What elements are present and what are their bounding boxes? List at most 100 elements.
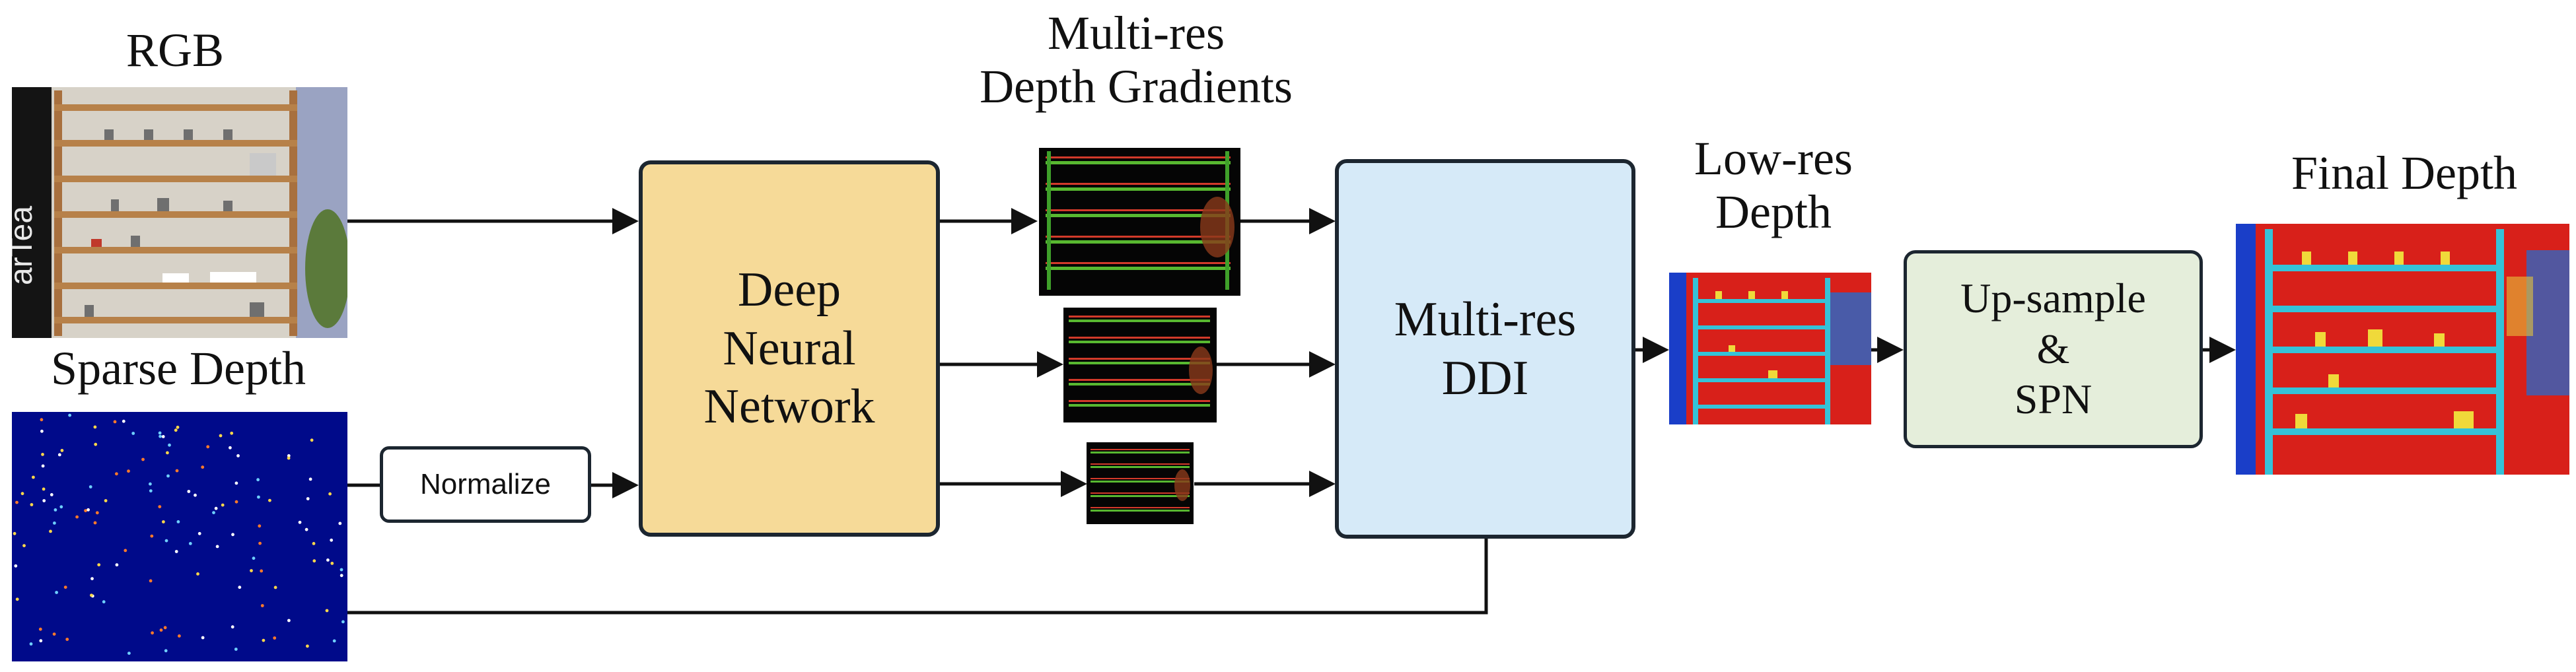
sparse-depth-point <box>176 520 180 523</box>
sparse-depth-point <box>162 520 165 523</box>
deep-neural-network-block: Deep Neural Network <box>639 160 940 537</box>
dnn-label-line1: Deep <box>737 262 841 317</box>
sparse-depth-point <box>13 531 17 535</box>
sparse-depth-point <box>257 495 260 499</box>
sparse-depth-point <box>141 457 145 461</box>
sparse-depth-point <box>166 474 170 478</box>
sparse-depth-point <box>150 534 154 538</box>
upsample-spn-block: Up-sample & SPN <box>1904 250 2203 448</box>
depth-gradients-title-line1: Multi-res <box>1048 7 1225 59</box>
sparse-depth-point <box>260 569 264 573</box>
sparse-depth-point <box>231 533 234 537</box>
sparse-depth-point <box>89 485 92 488</box>
sparse-depth-point <box>287 454 291 457</box>
sparse-depth-point <box>50 493 54 496</box>
sparse-depth-point <box>188 542 192 545</box>
sparse-depth-point <box>298 520 302 524</box>
sparse-depth-point <box>149 579 153 583</box>
sparse-depth-point <box>306 644 309 648</box>
sparse-depth-point <box>238 586 242 589</box>
final-depth-image <box>2236 224 2569 475</box>
sparse-depth-point <box>122 419 125 423</box>
sparse-depth-point <box>42 487 46 491</box>
sparse-depth-point <box>168 443 171 447</box>
sparse-depth-point <box>149 489 153 492</box>
final-depth-title: Final Depth <box>2291 147 2517 199</box>
sparse-depth-point <box>49 529 52 533</box>
sparse-depth-point <box>258 541 262 545</box>
sparse-depth-point <box>57 453 61 457</box>
sparse-depth-point <box>32 475 35 479</box>
sparse-depth-point <box>250 569 253 572</box>
sparse-depth-point <box>93 521 97 525</box>
sparse-depth-point <box>325 609 329 613</box>
sparse-depth-point <box>55 591 58 594</box>
sparse-depth-point <box>158 505 162 508</box>
dnn-label-line2: Neural <box>723 321 856 376</box>
sparse-depth-point <box>54 508 57 512</box>
sparse-depth-point <box>312 542 316 545</box>
sparse-depth-point <box>93 425 97 429</box>
sparse-depth-point <box>161 435 165 438</box>
ddi-label-line1: Multi-res <box>1394 292 1577 347</box>
sparse-depth-point <box>20 492 24 496</box>
sparse-depth-point <box>158 431 162 435</box>
depth-gradients-title-line2: Depth Gradients <box>980 59 1293 113</box>
sparse-depth-point <box>214 506 218 510</box>
sparse-depth-point <box>201 636 205 640</box>
sparse-depth-point <box>330 562 334 565</box>
sparse-depth-point <box>159 434 162 438</box>
sparse-depth-point <box>75 515 79 519</box>
sparse-depth-point <box>97 563 101 566</box>
sparse-depth-point <box>164 539 168 543</box>
sparse-depth-point <box>104 499 108 502</box>
sparse-depth-point <box>38 627 42 631</box>
sparse-depth-point <box>262 638 266 642</box>
sparse-depth-point <box>102 600 106 604</box>
sparse-depth-point <box>60 449 64 452</box>
sparse-depth-point <box>52 632 56 636</box>
sparse-depth-point <box>63 586 67 589</box>
normalize-block: Normalize <box>380 446 591 523</box>
sparse-depth-point <box>234 481 238 485</box>
sparse-depth-point <box>95 511 99 515</box>
sparse-depth-point <box>30 503 34 506</box>
sparse-depth-point <box>175 469 179 473</box>
sparse-depth-point <box>201 465 205 469</box>
sparse-depth-point <box>159 628 163 632</box>
sparse-depth-point <box>341 620 345 624</box>
sparse-depth-point <box>178 634 181 638</box>
sparse-depth-point <box>39 639 43 643</box>
sparse-depth-point <box>256 478 260 482</box>
sparse-depth-point <box>326 558 330 562</box>
sparse-depth-point <box>340 568 343 572</box>
sparse-depth-point <box>221 503 225 507</box>
sparse-depth-point <box>42 499 46 502</box>
sparse-depth-point <box>84 509 87 512</box>
sparse-depth-point <box>306 497 310 500</box>
sparse-depth-point <box>131 432 135 435</box>
sparse-depth-point <box>53 521 56 525</box>
sparse-depth-point <box>124 549 127 553</box>
sparse-depth-point <box>87 508 90 512</box>
sparse-depth-point <box>149 482 152 486</box>
sparse-depth-point <box>260 604 264 607</box>
sparse-depth-point <box>231 625 234 629</box>
lowres-depth-title-line2: Depth <box>1715 185 1832 238</box>
rgb-image: arTea <box>12 87 347 338</box>
sparse-depth-image <box>12 412 347 661</box>
multi-res-ddi-block: Multi-res DDI <box>1335 159 1635 539</box>
sparse-depth-point <box>273 636 277 640</box>
sparse-depth-point <box>115 563 119 567</box>
upsample-label-line1: Up-sample <box>1960 274 2146 321</box>
depth-gradient-image-small <box>1087 442 1194 524</box>
sparse-depth-point <box>174 428 178 432</box>
sparse-depth-point <box>252 556 256 560</box>
sparse-depth-point <box>176 425 180 429</box>
sparse-depth-point <box>215 545 219 549</box>
svg-text:arTea: arTea <box>12 206 39 285</box>
normalize-label: Normalize <box>419 468 552 500</box>
depth-gradient-image-large <box>1039 148 1240 296</box>
sparse-depth-point <box>113 420 117 424</box>
